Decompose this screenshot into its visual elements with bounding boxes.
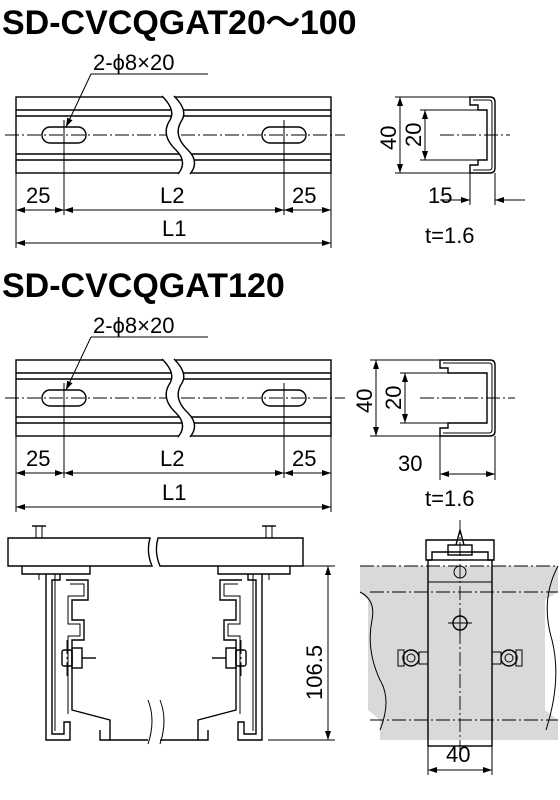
dim-total-2: L1 — [162, 480, 186, 505]
dim-total-1: L1 — [162, 216, 186, 241]
width-label-1: 15 — [428, 183, 452, 208]
hole-label-1: 2-ϕ8×20 — [93, 50, 174, 75]
thickness-label-2: t=1.6 — [425, 486, 475, 511]
dim-left-2: 25 — [26, 446, 50, 471]
hole-leader-1 — [65, 73, 208, 128]
hole-label-2: 2-ϕ8×20 — [93, 313, 174, 338]
section2-title: SD-CVCQGAT120 — [2, 267, 285, 305]
installation-side-view — [359, 520, 559, 775]
channel-side-view-1 — [5, 95, 345, 175]
dimensions-2 — [15, 413, 332, 512]
width-label-3: 40 — [446, 742, 470, 767]
inner-label-2: 20 — [381, 386, 406, 410]
height-label-3: 106.5 — [302, 645, 327, 700]
hole-leader-2 — [65, 336, 208, 391]
dim-right-2: 25 — [292, 446, 316, 471]
inner-label-1: 20 — [401, 123, 426, 147]
channel-cross-section-1 — [395, 96, 525, 205]
installation-front-view — [7, 525, 335, 745]
dim-right-1: 25 — [292, 183, 316, 208]
dimensions-1 — [15, 150, 332, 248]
width-label-2: 30 — [398, 451, 422, 476]
dim-left-1: 25 — [26, 183, 50, 208]
height-label-2: 40 — [352, 389, 377, 413]
channel-side-view-2 — [5, 358, 345, 438]
channel-cross-section-2 — [370, 359, 515, 480]
section1-title: SD-CVCQGAT20～100 — [2, 4, 357, 42]
height-label-1: 40 — [376, 126, 401, 150]
dim-mid-2: L2 — [160, 446, 184, 471]
thickness-label-1: t=1.6 — [425, 223, 475, 248]
dim-mid-1: L2 — [160, 183, 184, 208]
